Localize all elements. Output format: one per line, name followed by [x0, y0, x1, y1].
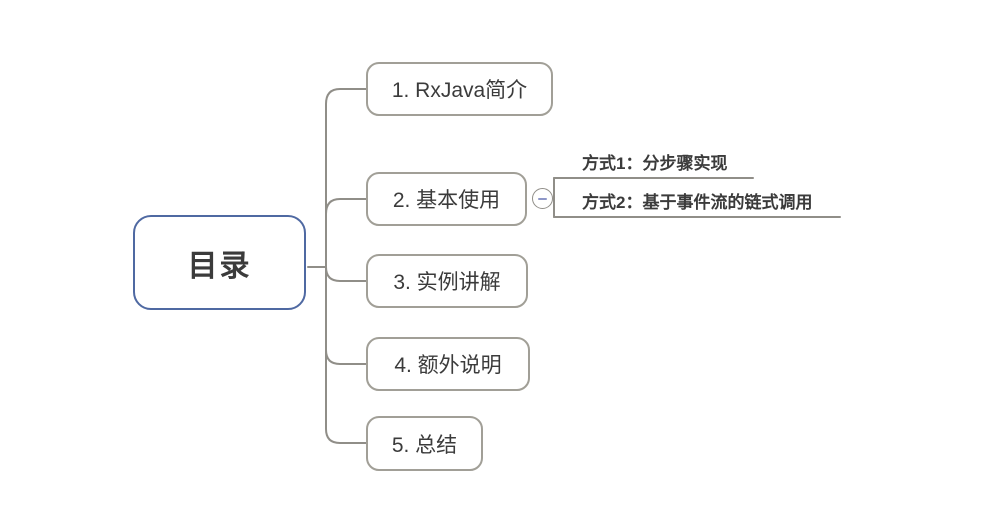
connector-branch-5	[325, 266, 367, 444]
subtopic-method-2[interactable]: 方式2：基于事件流的链式调用	[582, 192, 813, 212]
connector-branch-3	[325, 266, 367, 282]
minus-icon	[538, 197, 547, 200]
topic-rxjava-intro[interactable]: 1. RxJava简介	[366, 62, 553, 116]
topic-basic-usage[interactable]: 2. 基本使用	[366, 172, 527, 226]
topic-summary[interactable]: 5. 总结	[366, 416, 483, 471]
connector-branch-2	[325, 198, 367, 268]
topic-example-explanation[interactable]: 3. 实例讲解	[366, 254, 528, 308]
root-topic[interactable]: 目录	[133, 215, 306, 310]
subtopic-method-1[interactable]: 方式1：分步骤实现	[582, 153, 728, 173]
connector-branch-1	[325, 88, 367, 268]
topic-extra-notes[interactable]: 4. 额外说明	[366, 337, 530, 391]
collapse-button[interactable]	[532, 188, 553, 209]
